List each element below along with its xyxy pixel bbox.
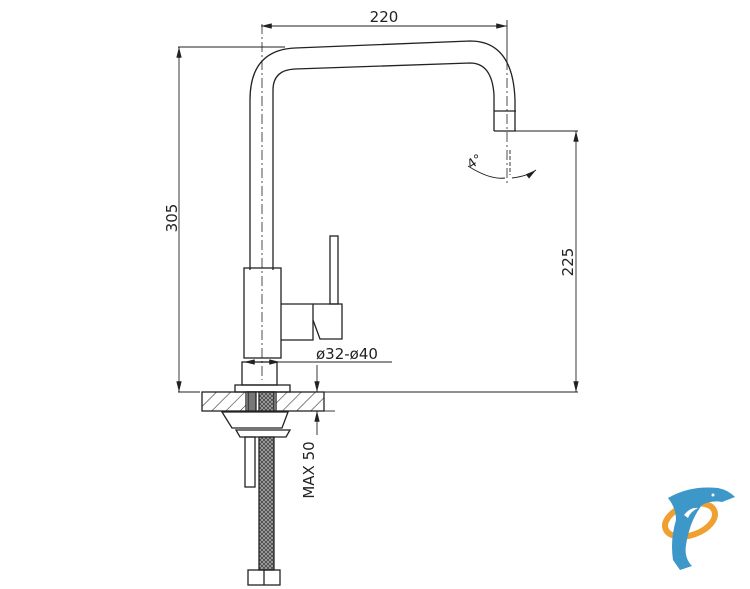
- reach-label: 220: [370, 8, 399, 26]
- max-thickness-label: MAX 50: [300, 441, 318, 498]
- braided-hose: [258, 436, 275, 571]
- spout-height-label: 225: [559, 248, 577, 277]
- handle: [312, 303, 343, 340]
- total-height-label: 305: [163, 204, 181, 233]
- spout-angle-label: 4°: [465, 152, 486, 173]
- spout-inner: [272, 62, 495, 270]
- faucet-body: [243, 267, 282, 359]
- flange: [234, 384, 291, 393]
- angle-arc: [467, 166, 536, 178]
- base: [241, 361, 278, 386]
- spout-outer: [249, 40, 516, 270]
- dolphin-logo: [662, 487, 735, 570]
- lever: [329, 235, 339, 305]
- mounting-plate: [234, 429, 292, 438]
- supply-tube: [244, 436, 256, 488]
- side-block: [281, 303, 314, 341]
- mounting-nut: [220, 411, 289, 429]
- nozzle: [494, 110, 516, 132]
- hole-diameter-label: ø32-ø40: [316, 345, 378, 363]
